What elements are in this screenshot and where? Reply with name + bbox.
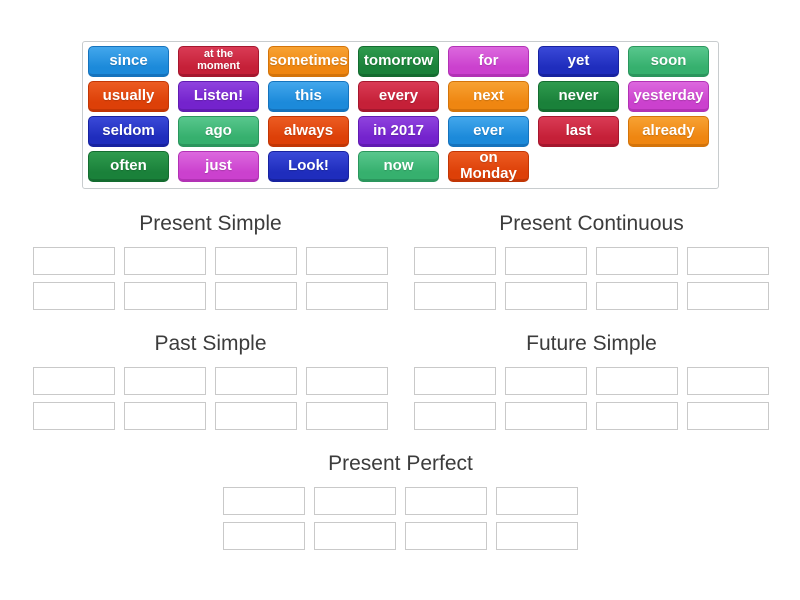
word-chip[interactable]: at the moment (178, 46, 259, 77)
group-slot[interactable] (124, 367, 206, 395)
group-slot[interactable] (596, 247, 678, 275)
group-slot[interactable] (314, 487, 396, 515)
group-slot[interactable] (215, 247, 297, 275)
slot-row (223, 487, 578, 515)
group-slot[interactable] (496, 522, 578, 550)
word-chip[interactable]: next (448, 81, 529, 112)
word-chip[interactable]: every (358, 81, 439, 112)
slot-row (414, 247, 769, 275)
group-slot[interactable] (687, 247, 769, 275)
group-past-simple: Past Simple (33, 330, 388, 430)
group-slot[interactable] (687, 282, 769, 310)
group-slots (414, 367, 769, 430)
group-slot[interactable] (124, 282, 206, 310)
group-slot[interactable] (505, 402, 587, 430)
group-slot[interactable] (496, 487, 578, 515)
slot-row (414, 367, 769, 395)
group-slot[interactable] (505, 247, 587, 275)
group-title: Future Simple (526, 332, 657, 355)
group-slot[interactable] (215, 282, 297, 310)
group-future-simple: Future Simple (414, 330, 769, 430)
group-present-continuous: Present Continuous (414, 210, 769, 310)
word-chip[interactable]: sometimes (268, 46, 349, 77)
group-slot[interactable] (306, 282, 388, 310)
group-slot[interactable] (33, 247, 115, 275)
group-slot[interactable] (33, 282, 115, 310)
word-chip[interactable]: seldom (88, 116, 169, 147)
group-slot[interactable] (687, 402, 769, 430)
group-slot[interactable] (414, 247, 496, 275)
group-slots (33, 247, 388, 310)
group-slot[interactable] (215, 402, 297, 430)
word-chip[interactable]: since (88, 46, 169, 77)
word-chip[interactable]: Listen! (178, 81, 259, 112)
group-present-simple: Present Simple (33, 210, 388, 310)
group-title: Past Simple (154, 332, 267, 355)
slot-row (33, 402, 388, 430)
group-slot[interactable] (505, 367, 587, 395)
group-present-perfect: Present Perfect (223, 450, 578, 550)
slot-row (33, 367, 388, 395)
group-slot[interactable] (306, 247, 388, 275)
group-title: Present Simple (139, 212, 282, 235)
group-slot[interactable] (405, 522, 487, 550)
word-chip[interactable]: usually (88, 81, 169, 112)
word-chip[interactable]: this (268, 81, 349, 112)
word-chip[interactable]: Look! (268, 151, 349, 182)
group-slot[interactable] (414, 402, 496, 430)
group-slot[interactable] (124, 247, 206, 275)
group-slot[interactable] (687, 367, 769, 395)
group-slot[interactable] (596, 282, 678, 310)
group-slot[interactable] (596, 402, 678, 430)
word-chip[interactable]: yet (538, 46, 619, 77)
word-chip[interactable]: just (178, 151, 259, 182)
word-chip[interactable]: always (268, 116, 349, 147)
word-chip[interactable]: yesterday (628, 81, 709, 112)
word-chip[interactable]: ever (448, 116, 529, 147)
word-chip[interactable]: already (628, 116, 709, 147)
word-chip[interactable]: ago (178, 116, 259, 147)
group-slot[interactable] (596, 367, 678, 395)
group-slot[interactable] (414, 367, 496, 395)
word-chip[interactable]: in 2017 (358, 116, 439, 147)
group-slots (33, 367, 388, 430)
group-slot[interactable] (505, 282, 587, 310)
group-slot[interactable] (33, 402, 115, 430)
group-slot[interactable] (306, 402, 388, 430)
group-slot[interactable] (314, 522, 396, 550)
group-slot[interactable] (33, 367, 115, 395)
tray-row: usually Listen! this every next never yesterda… (88, 81, 713, 112)
word-chip[interactable]: often (88, 151, 169, 182)
tray-row: often just Look! now on Monday (88, 149, 713, 182)
slot-row (414, 402, 769, 430)
word-chip[interactable]: last (538, 116, 619, 147)
slot-row (33, 247, 388, 275)
group-slot[interactable] (306, 367, 388, 395)
group-title: Present Continuous (499, 212, 684, 235)
word-chip[interactable]: for (448, 46, 529, 77)
group-slots (223, 487, 578, 550)
slot-row (414, 282, 769, 310)
group-slot[interactable] (124, 402, 206, 430)
word-chip[interactable]: on Monday (448, 149, 529, 182)
slot-row (223, 522, 578, 550)
group-title: Present Perfect (328, 452, 473, 475)
group-slot[interactable] (215, 367, 297, 395)
word-chip[interactable]: tomorrow (358, 46, 439, 77)
slot-row (33, 282, 388, 310)
group-slot[interactable] (414, 282, 496, 310)
word-chip[interactable]: never (538, 81, 619, 112)
group-slot[interactable] (223, 522, 305, 550)
group-slot[interactable] (405, 487, 487, 515)
word-chip[interactable]: soon (628, 46, 709, 77)
group-slot[interactable] (223, 487, 305, 515)
tray-row: seldom ago always in 2017 ever last already (88, 116, 713, 147)
word-chip[interactable]: now (358, 151, 439, 182)
group-slots (414, 247, 769, 310)
